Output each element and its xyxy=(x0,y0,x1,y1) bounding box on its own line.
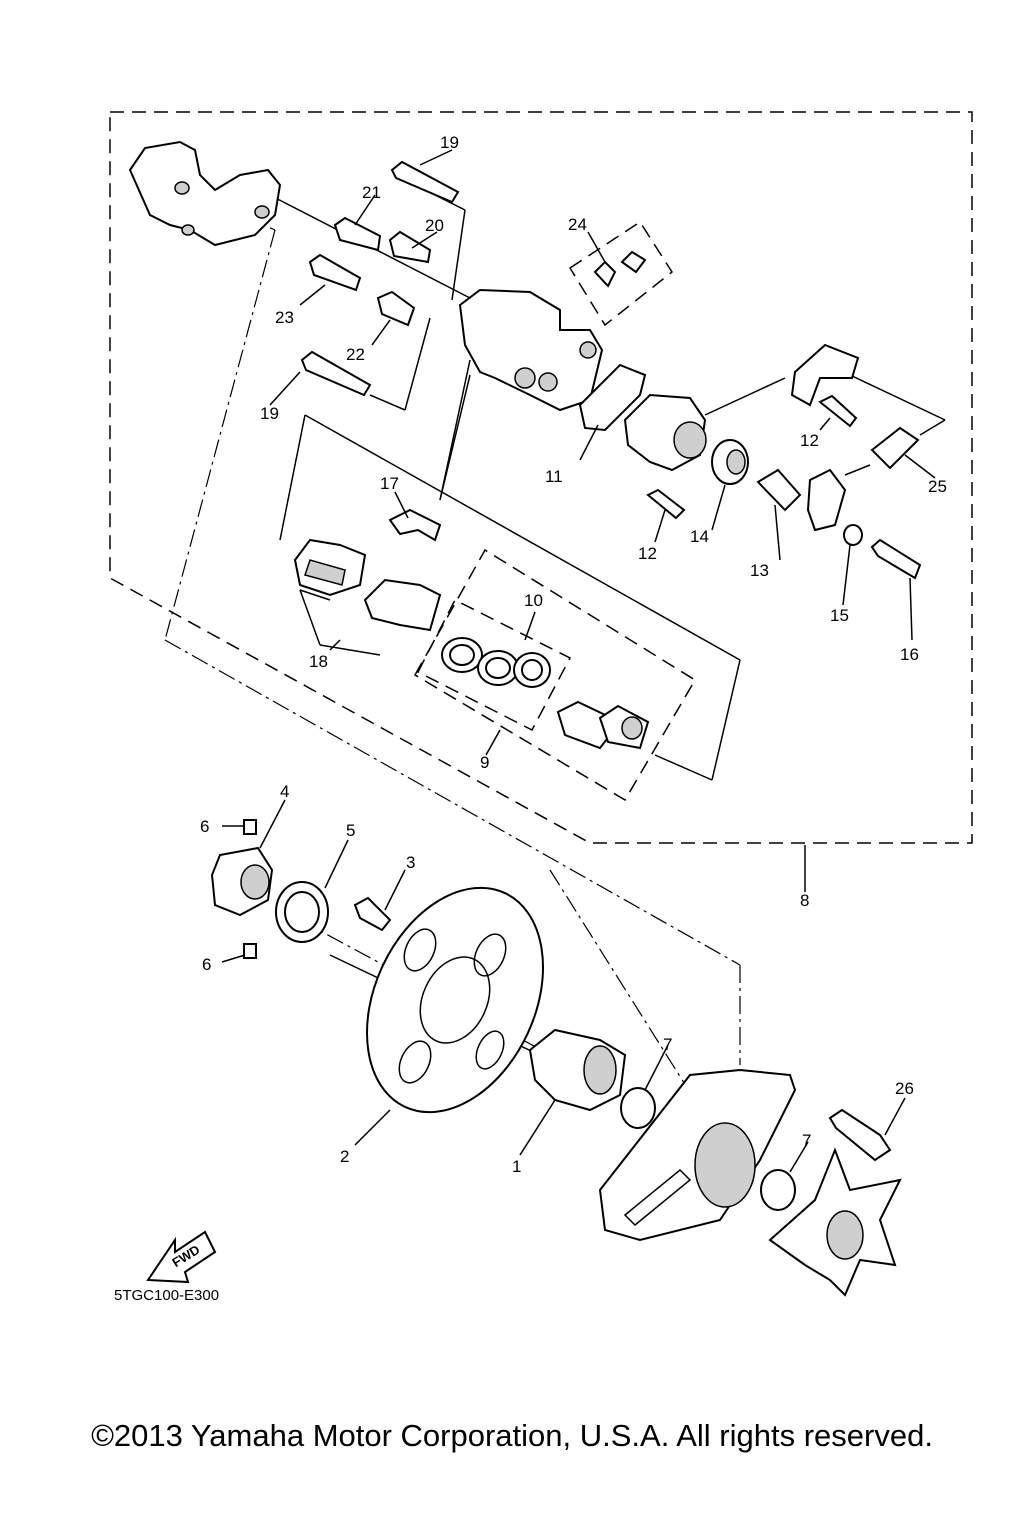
o-ring-7a xyxy=(620,1087,656,1129)
brake-pads-18 xyxy=(293,538,442,632)
callout-17: 17 xyxy=(380,474,399,493)
callout-14: 14 xyxy=(690,527,709,546)
caliper-bracket xyxy=(128,140,282,247)
master-housing xyxy=(623,393,707,472)
callout-10: 10 xyxy=(524,591,543,610)
callout-7a: 7 xyxy=(663,1035,672,1054)
callout-2: 2 xyxy=(340,1147,349,1166)
callout-25: 25 xyxy=(928,477,947,496)
callout-6a: 6 xyxy=(200,817,209,836)
sprocket-hub xyxy=(768,1147,902,1297)
callout-6b: 6 xyxy=(202,955,211,974)
callout-22: 22 xyxy=(346,345,365,364)
callout-5: 5 xyxy=(346,821,355,840)
callout-23: 23 xyxy=(275,308,294,327)
brake-disc-2 xyxy=(366,886,544,1114)
callout-11: 11 xyxy=(545,467,563,486)
diagram-code: 5TGC100-E300 xyxy=(114,1287,219,1304)
washer-5 xyxy=(275,881,329,943)
callout-13: 13 xyxy=(750,561,769,580)
callout-18: 18 xyxy=(309,652,328,671)
piston-group-9-box xyxy=(413,548,697,802)
caliper-assembly-boundary xyxy=(109,111,973,844)
callout-7b: 7 xyxy=(802,1131,811,1150)
callout-9: 9 xyxy=(480,753,489,772)
gasket-11 xyxy=(578,363,647,432)
pad-clip-17 xyxy=(388,508,442,542)
piston-seals-10 xyxy=(441,637,551,688)
callout-3: 3 xyxy=(406,853,415,872)
hub-nut-4 xyxy=(210,819,274,959)
bolt-26 xyxy=(828,1108,892,1162)
adjuster-parts xyxy=(646,343,922,580)
callout-leaders xyxy=(221,149,936,1173)
callout-12b: 12 xyxy=(638,544,657,563)
callout-20: 20 xyxy=(425,216,444,235)
copyright-notice: ©2013 Yamaha Motor Corporation, U.S.A. A… xyxy=(91,1418,933,1453)
callout-8: 8 xyxy=(800,891,809,910)
fwd-arrow: FWD xyxy=(146,1230,217,1284)
callout-4: 4 xyxy=(280,782,289,801)
callout-24: 24 xyxy=(568,215,587,234)
bleeder-screw-24 xyxy=(593,250,647,288)
slide-pins xyxy=(300,160,460,397)
caliper-body xyxy=(458,288,604,412)
o-ring-7b xyxy=(760,1169,796,1211)
callout-1: 1 xyxy=(512,1157,521,1176)
seal-group-10-box xyxy=(416,598,572,732)
callout-19a: 19 xyxy=(440,133,459,152)
callout-21: 21 xyxy=(362,183,381,202)
bolt-group-24-box xyxy=(568,220,673,327)
callouts: 1 2 3 4 5 6 6 7 7 8 9 10 11 12 12 13 14 … xyxy=(200,133,947,1176)
pistons-9 xyxy=(556,700,650,750)
hub-1 xyxy=(528,1028,627,1112)
callout-16: 16 xyxy=(900,645,919,664)
callout-15: 15 xyxy=(830,606,849,625)
caliper-mount-bracket xyxy=(598,1068,797,1242)
callout-12a: 12 xyxy=(800,431,819,450)
bolt-3 xyxy=(353,896,392,932)
callout-19b: 19 xyxy=(260,404,279,423)
callout-26: 26 xyxy=(895,1079,914,1098)
